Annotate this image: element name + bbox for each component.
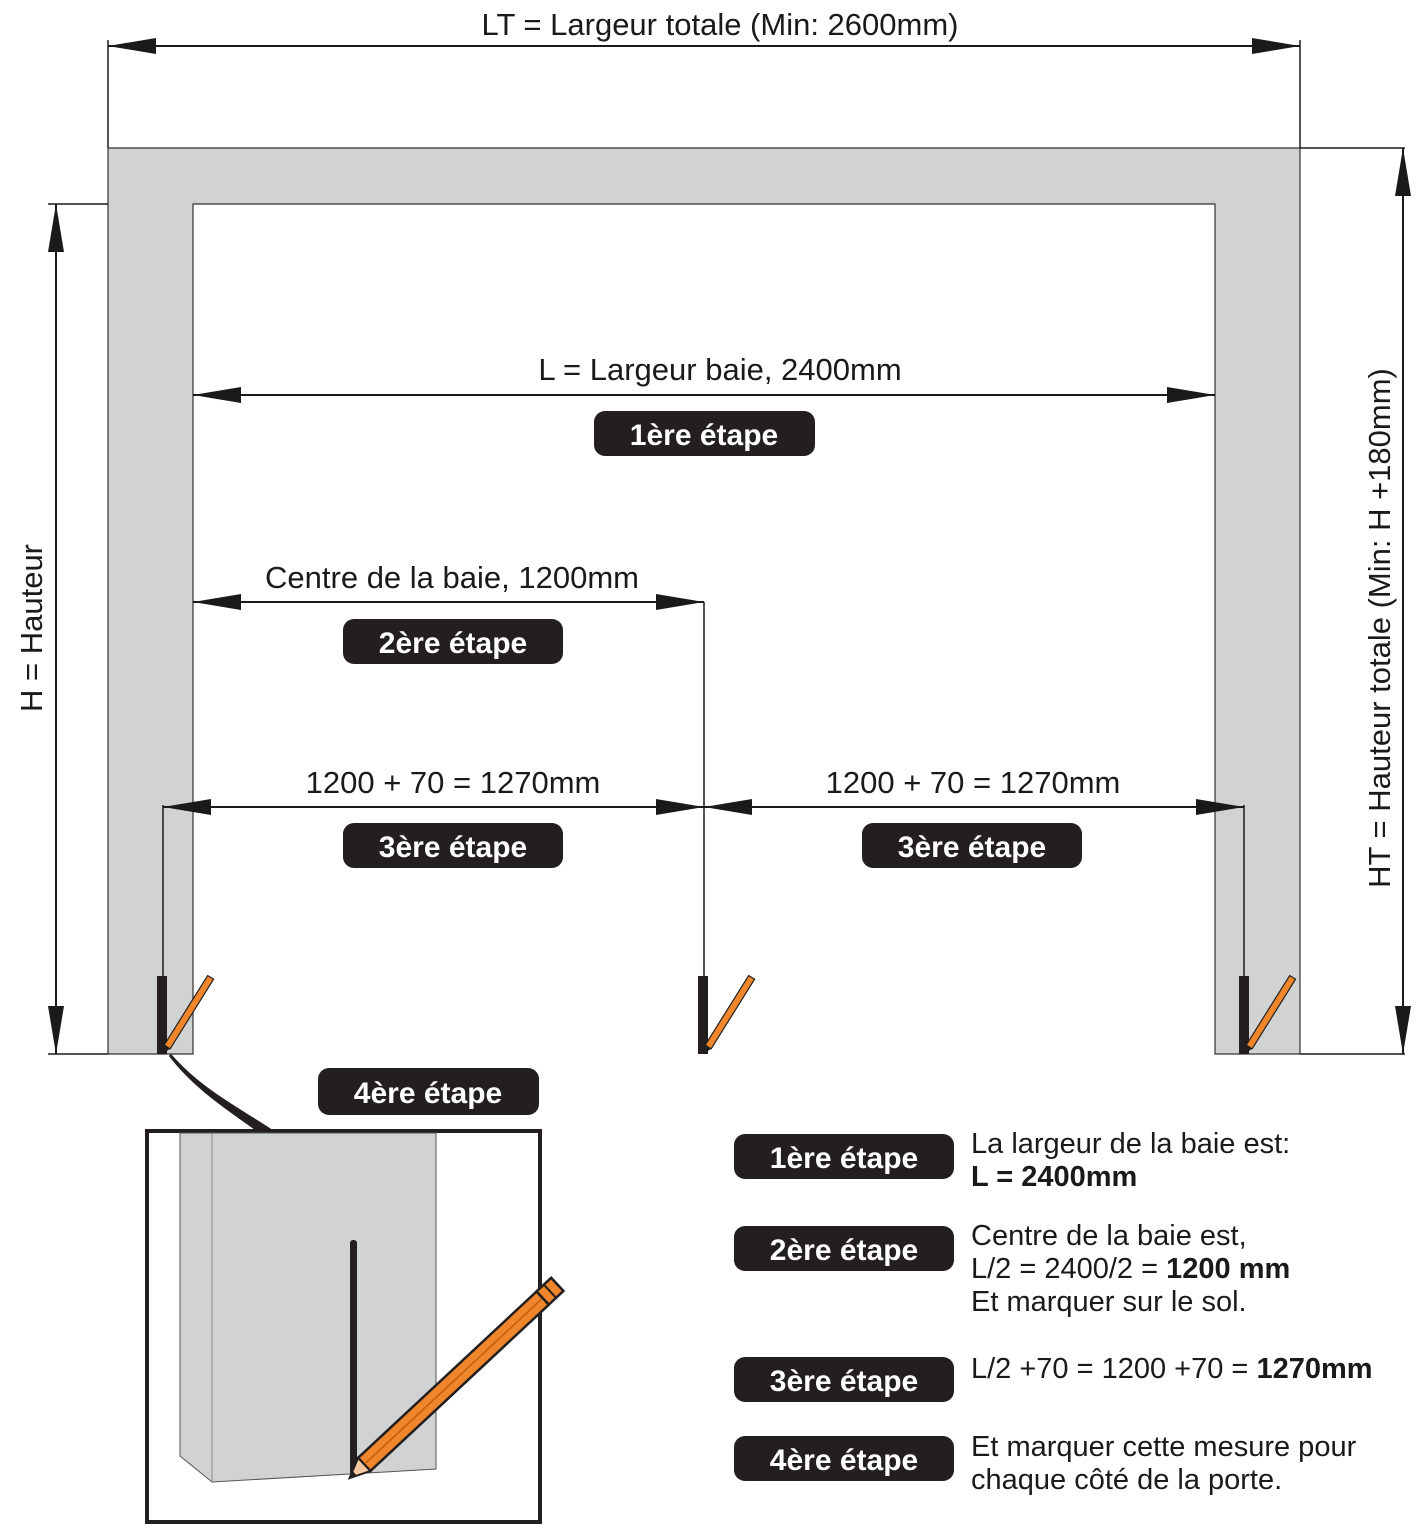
step3-bold: 1270mm [1256, 1353, 1373, 1385]
svg-text:3ère étape: 3ère étape [898, 831, 1046, 864]
svg-text:1ère étape: 1ère étape [770, 1142, 918, 1175]
svg-text:1ère étape: 1ère étape [630, 419, 778, 452]
floor-mark-left [157, 974, 215, 1054]
svg-text:3ère étape: 3ère étape [379, 831, 527, 864]
step1-line2: L = 2400mm [971, 1161, 1138, 1193]
legend-step2-note: Centre de la baie est, L/2 = 2400/2 = 12… [971, 1220, 1290, 1319]
step2-line1: Centre de la baie est, [971, 1220, 1247, 1252]
door-frame [107, 147, 1301, 1055]
total-width-label: LT = Largeur totale (Min: 2600mm) [482, 7, 959, 42]
legend-step4-note: Et marquer cette mesure pour chaque côté… [971, 1431, 1423, 1497]
step2-line3: Et marquer sur le sol. [971, 1286, 1247, 1318]
floor-mark-center [698, 974, 756, 1054]
step3-prefix: L/2 +70 = 1200 +70 = [971, 1353, 1257, 1385]
svg-text:4ère étape: 4ère étape [354, 1077, 502, 1110]
step3-badge-left: 3ère étape [343, 823, 563, 868]
callout-leader [168, 1054, 275, 1133]
step4-line1: Et marquer cette mesure pour [971, 1431, 1357, 1463]
legend-step3-note: L/2 +70 = 1200 +70 = 1270mm [971, 1353, 1423, 1386]
legend-step3-badge: 3ère étape [734, 1357, 954, 1402]
step4-badge: 4ère étape [318, 1068, 539, 1115]
legend-step1-badge: 1ère étape [734, 1134, 954, 1179]
right-offset-label: 1200 + 70 = 1270mm [826, 765, 1121, 800]
legend-step2-badge: 2ère étape [734, 1226, 954, 1271]
step2-badge: 2ère étape [343, 619, 563, 664]
dimension-lines [48, 37, 1411, 1054]
pencil-icon [162, 974, 215, 1054]
floor-mark-line [350, 1240, 357, 1475]
step3-badge-right: 3ère étape [862, 823, 1082, 868]
svg-text:4ère étape: 4ère étape [770, 1444, 918, 1477]
step2-line2-bold: 1200 mm [1166, 1253, 1291, 1285]
floor-mark-right [1239, 974, 1297, 1054]
step1-badge: 1ère étape [594, 411, 815, 456]
legend-step1-note: La largeur de la baie est: L = 2400mm [971, 1128, 1290, 1194]
step4-line2: chaque côté de la porte. [971, 1464, 1283, 1496]
pencil-icon [347, 1276, 566, 1480]
svg-text:2ère étape: 2ère étape [379, 627, 527, 660]
pencil-icon [1244, 974, 1297, 1054]
step2-line2-prefix: L/2 = 2400/2 = [971, 1253, 1167, 1285]
left-offset-label: 1200 + 70 = 1270mm [306, 765, 601, 800]
detail-inset [145, 1129, 566, 1524]
center-label: Centre de la baie, 1200mm [265, 560, 639, 595]
step1-line1: La largeur de la baie est: [971, 1128, 1291, 1160]
pencil-icon [703, 974, 756, 1054]
svg-text:3ère étape: 3ère étape [770, 1365, 918, 1398]
legend-step4-badge: 4ère étape [734, 1436, 954, 1481]
total-height-label: HT = Hauteur totale (Min: H +180mm) [1362, 368, 1397, 888]
height-label: H = Hauteur [14, 544, 49, 712]
opening-width-label: L = Largeur baie, 2400mm [538, 352, 901, 387]
svg-text:2ère étape: 2ère étape [770, 1234, 918, 1267]
